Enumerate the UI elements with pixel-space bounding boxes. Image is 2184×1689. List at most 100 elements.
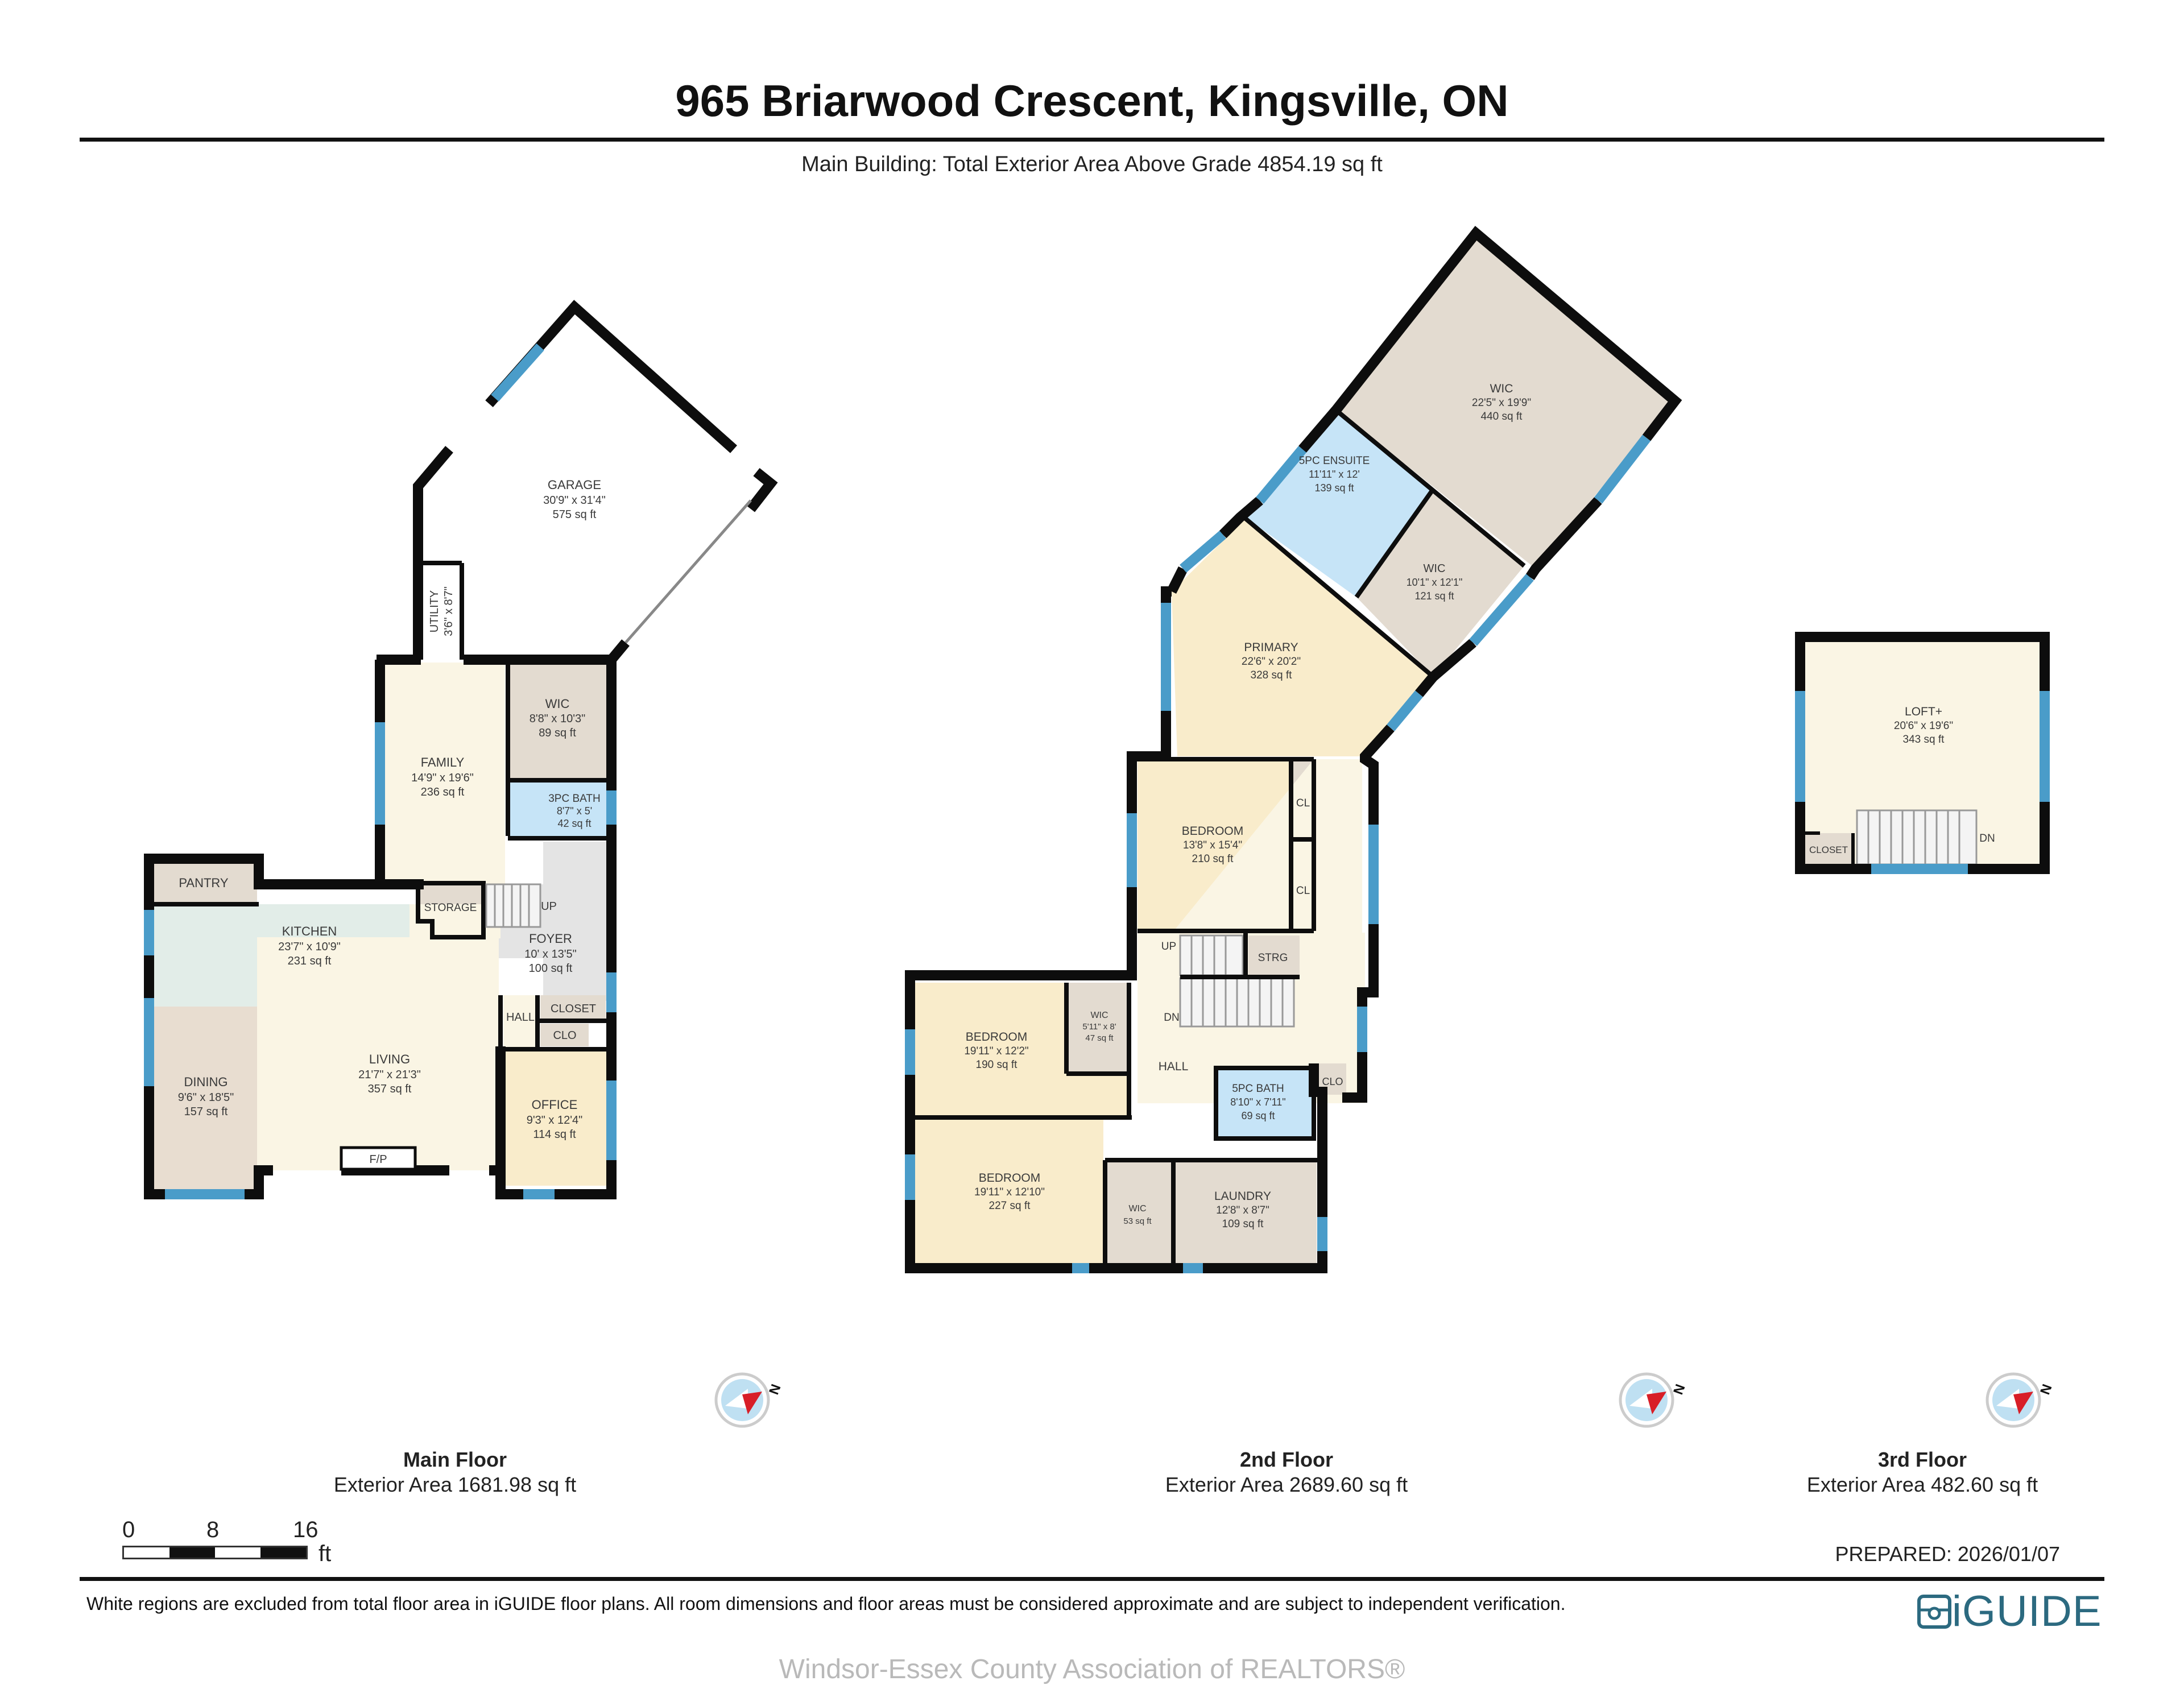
- room-closet-loft: [1804, 833, 1852, 864]
- main-floor-plan: GARAGE 30'9" x 31'4" 575 sq ft UTILITY 3…: [144, 300, 778, 1199]
- svg-text:LIVING: LIVING: [369, 1052, 410, 1066]
- svg-text:19'11" x 12'2": 19'11" x 12'2": [964, 1045, 1028, 1057]
- svg-text:53 sq ft: 53 sq ft: [1123, 1216, 1152, 1226]
- room-office: [503, 1049, 609, 1186]
- svg-text:575 sq ft: 575 sq ft: [553, 508, 597, 521]
- svg-text:STRG: STRG: [1258, 952, 1288, 964]
- scale-tick-16: 16: [293, 1517, 318, 1542]
- svg-text:CLO: CLO: [1322, 1076, 1343, 1087]
- disclaimer-text: White regions are excluded from total fl…: [86, 1593, 1566, 1614]
- room-5pc-bath: [1217, 1069, 1314, 1137]
- svg-text:114 sq ft: 114 sq ft: [533, 1128, 576, 1141]
- svg-text:19'11" x 12'10": 19'11" x 12'10": [974, 1186, 1045, 1198]
- total-area-subtitle: Main Building: Total Exterior Area Above…: [801, 152, 1383, 176]
- svg-text:LOFT+: LOFT+: [1905, 705, 1942, 718]
- svg-text:PRIMARY: PRIMARY: [1244, 641, 1298, 654]
- svg-text:UP: UP: [1161, 941, 1176, 953]
- svg-text:328 sq ft: 328 sq ft: [1251, 669, 1293, 681]
- svg-text:231 sq ft: 231 sq ft: [288, 955, 332, 967]
- svg-text:CLOSET: CLOSET: [1809, 844, 1848, 855]
- room-primary: [1172, 519, 1433, 756]
- room-closet-main: [540, 995, 606, 1019]
- room-bedroom-3: [913, 1119, 1103, 1265]
- iguide-camera-icon: [1917, 1594, 1951, 1629]
- main-floor-windows: [144, 343, 617, 1199]
- svg-text:WIC: WIC: [1128, 1204, 1146, 1214]
- svg-text:121 sq ft: 121 sq ft: [1414, 590, 1454, 602]
- svg-text:FOYER: FOYER: [529, 932, 572, 946]
- scale-tick-8: 8: [206, 1517, 220, 1542]
- svg-text:22'6" x 20'2": 22'6" x 20'2": [1242, 656, 1301, 668]
- third-floor-name: 3rd Floor: [1877, 1448, 1967, 1471]
- room-5pc-ensuite: [1246, 411, 1433, 597]
- svg-text:WIC: WIC: [1090, 1011, 1108, 1020]
- svg-text:BEDROOM: BEDROOM: [979, 1171, 1041, 1185]
- second-floor-label: 2nd Floor Exterior Area 2689.60 sq ft: [1059, 1447, 1514, 1497]
- room-clo-main: [540, 1024, 589, 1046]
- svg-text:20'6" x 19'6": 20'6" x 19'6": [1894, 720, 1953, 732]
- svg-text:357 sq ft: 357 sq ft: [368, 1083, 412, 1095]
- realtors-watermark: Windsor-Essex County Association of REAL…: [779, 1654, 1405, 1684]
- svg-text:CL: CL: [1296, 885, 1310, 897]
- svg-text:UP: UP: [541, 900, 557, 913]
- room-dining: [149, 1007, 257, 1194]
- third-floor-area: Exterior Area 482.60 sq ft: [1806, 1473, 2038, 1496]
- loft-stairs: [1856, 809, 1978, 866]
- svg-text:10' x 13'5": 10' x 13'5": [524, 948, 576, 961]
- svg-text:157 sq ft: 157 sq ft: [184, 1106, 228, 1118]
- svg-text:3PC BATH: 3PC BATH: [548, 793, 601, 805]
- svg-text:23'7" x 10'9": 23'7" x 10'9": [278, 941, 341, 953]
- loft-walls: [1795, 632, 2050, 874]
- compass-icon: N: [714, 1372, 784, 1428]
- iguide-logo[interactable]: iGUIDE: [1917, 1587, 2102, 1636]
- room-3pc-bath: [508, 782, 607, 839]
- second-floor-plan: WIC 22'5" x 19'9" 440 sq ft 5PC ENSUITE …: [905, 226, 1682, 1273]
- svg-text:DN: DN: [1979, 833, 1995, 844]
- svg-text:5PC ENSUITE: 5PC ENSUITE: [1299, 455, 1370, 467]
- third-floor-plan: LOFT+ 20'6" x 19'6" 343 sq ft CLOSET DN: [1795, 632, 2050, 874]
- svg-text:100 sq ft: 100 sq ft: [529, 962, 573, 975]
- svg-text:8'8" x 10'3": 8'8" x 10'3": [530, 713, 586, 725]
- room-garage: [418, 307, 765, 660]
- second-floor-room-labels: WIC 22'5" x 19'9" 440 sq ft 5PC ENSUITE …: [964, 382, 1531, 1230]
- svg-text:CLOSET: CLOSET: [551, 1003, 596, 1015]
- svg-text:WIC: WIC: [545, 697, 570, 711]
- main-stairs: [485, 883, 541, 928]
- svg-text:BEDROOM: BEDROOM: [966, 1030, 1028, 1044]
- third-floor-room-labels: LOFT+ 20'6" x 19'6" 343 sq ft CLOSET DN: [1809, 705, 1995, 855]
- svg-text:CLO: CLO: [553, 1029, 576, 1042]
- svg-text:UTILITY: UTILITY: [428, 590, 441, 632]
- svg-text:9'6" x 18'5": 9'6" x 18'5": [178, 1091, 234, 1104]
- svg-text:PANTRY: PANTRY: [179, 876, 229, 890]
- svg-text:139 sq ft: 139 sq ft: [1314, 482, 1354, 494]
- svg-text:8'7" x 5': 8'7" x 5': [557, 805, 592, 817]
- room-foyer: [543, 842, 607, 1001]
- svg-text:3'6" x 8'7": 3'6" x 8'7": [442, 586, 455, 636]
- svg-text:CL: CL: [1296, 797, 1310, 809]
- svg-text:KITCHEN: KITCHEN: [282, 924, 337, 938]
- room-wic-small-b: [1105, 1162, 1173, 1265]
- room-utility: [422, 563, 462, 657]
- svg-text:22'5" x 19'9": 22'5" x 19'9": [1472, 397, 1531, 409]
- main-floor-name: Main Floor: [403, 1448, 507, 1471]
- svg-text:12'8" x 8'7": 12'8" x 8'7": [1216, 1204, 1269, 1216]
- room-family: [380, 663, 505, 884]
- room-bedroom-2: [913, 983, 1066, 1116]
- svg-text:HALL: HALL: [1159, 1060, 1189, 1073]
- scale-bar: 0 8 16 ft: [122, 1517, 331, 1566]
- room-wic-small-a: [1066, 983, 1129, 1074]
- svg-text:5PC BATH: 5PC BATH: [1232, 1083, 1284, 1095]
- room-living: [257, 937, 499, 1170]
- svg-text:47 sq ft: 47 sq ft: [1085, 1033, 1114, 1043]
- svg-text:OFFICE: OFFICE: [532, 1098, 578, 1112]
- second-floor-name: 2nd Floor: [1240, 1448, 1333, 1471]
- svg-text:5'11" x 8': 5'11" x 8': [1082, 1022, 1116, 1032]
- svg-text:WIC: WIC: [1490, 382, 1513, 395]
- svg-text:210 sq ft: 210 sq ft: [1192, 853, 1234, 865]
- svg-text:GARAGE: GARAGE: [548, 478, 601, 492]
- fireplace: [340, 1146, 417, 1171]
- header-divider: [80, 138, 2104, 142]
- footer-divider: [80, 1577, 2104, 1581]
